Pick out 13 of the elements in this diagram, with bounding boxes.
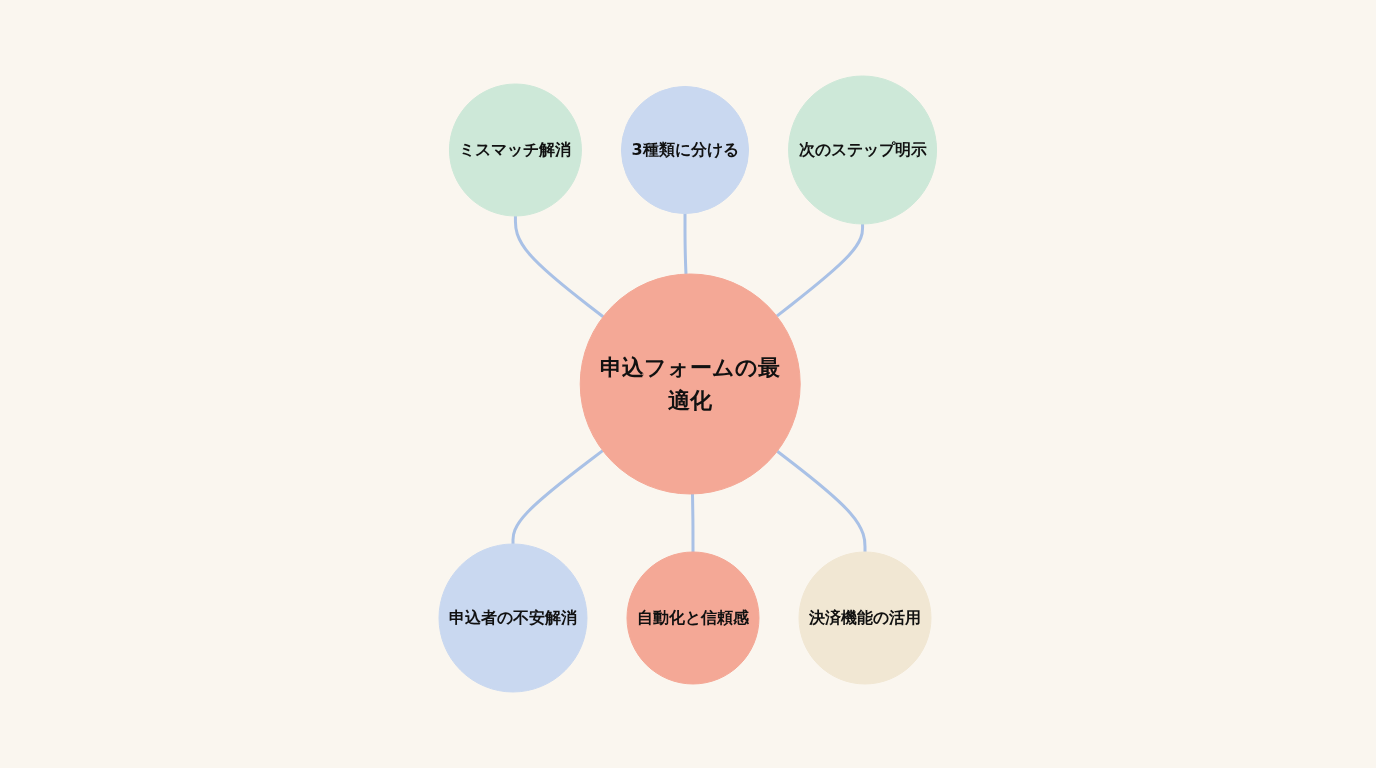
connector bbox=[511, 449, 604, 544]
connector bbox=[776, 224, 865, 318]
connector bbox=[514, 216, 605, 318]
node-circle: ミスマッチ解消 bbox=[449, 83, 583, 217]
connector bbox=[691, 493, 695, 552]
connector bbox=[683, 213, 688, 275]
node-circle: 自動化と信頼感 bbox=[626, 551, 760, 685]
node-circle: 申込フォームの最適化 bbox=[579, 273, 801, 495]
node-circle: 申込者の不安解消 bbox=[438, 543, 588, 693]
node-circle: 決済機能の活用 bbox=[798, 551, 932, 685]
node-circle: 3種類に分ける bbox=[621, 85, 750, 215]
connector bbox=[776, 450, 867, 552]
node-circle: 次のステップ明示 bbox=[788, 75, 938, 225]
